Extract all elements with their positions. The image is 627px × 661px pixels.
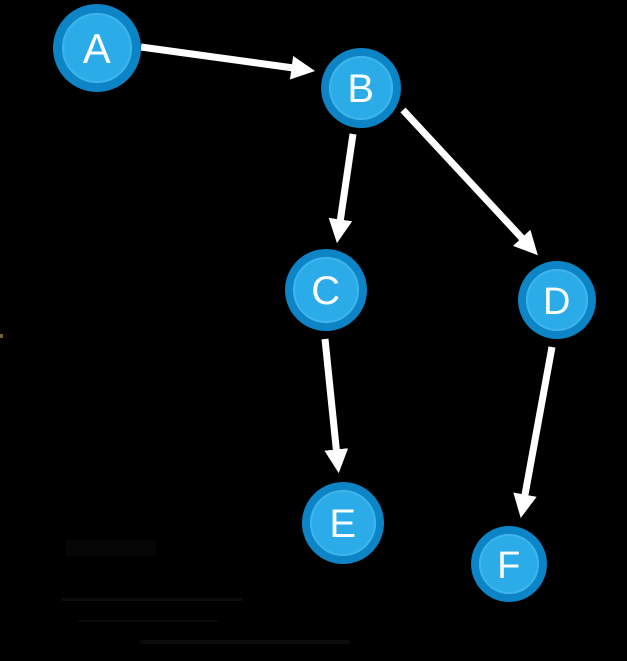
edge-b-d <box>400 107 538 256</box>
node-d-rim <box>526 269 588 331</box>
node-d-label: D <box>543 281 571 323</box>
node-e[interactable]: E <box>302 482 384 564</box>
edge-d-f <box>513 346 556 519</box>
node-e-rim <box>310 490 376 556</box>
edge-b-c <box>328 133 357 244</box>
node-c-body <box>293 257 359 323</box>
node-f-label: F <box>497 545 521 587</box>
node-b[interactable]: B <box>321 48 401 128</box>
node-b-rim <box>329 56 393 120</box>
node-f[interactable]: F <box>471 526 547 602</box>
node-b-label: B <box>347 67 374 111</box>
node-a[interactable]: A <box>53 4 141 92</box>
node-e-body <box>310 490 376 556</box>
edge-c-e <box>321 338 349 474</box>
node-f-rim <box>479 534 539 594</box>
node-d[interactable]: D <box>518 261 596 339</box>
node-c[interactable]: C <box>285 249 367 331</box>
node-a-rim <box>62 13 132 83</box>
node-a-body <box>62 13 132 83</box>
node-b-body <box>329 56 393 120</box>
edge-a-b <box>140 43 316 80</box>
node-c-label: C <box>311 269 340 313</box>
node-d-body <box>526 269 588 331</box>
node-c-rim <box>293 257 359 323</box>
node-f-body <box>479 534 539 594</box>
node-a-label: A <box>83 25 112 72</box>
node-e-label: E <box>329 502 356 546</box>
